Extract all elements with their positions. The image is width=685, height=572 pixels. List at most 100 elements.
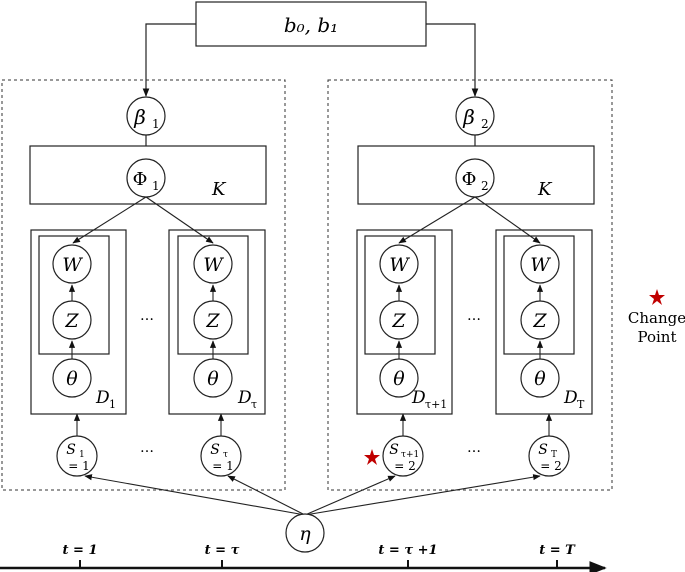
- s1-base: S: [66, 442, 76, 458]
- word-plate-dT: [503, 235, 575, 355]
- w-label-dtau1: W: [389, 254, 410, 276]
- eta-node: [285, 513, 325, 553]
- dT-base: D: [563, 388, 578, 408]
- tick-label-t1: t = 1: [63, 543, 98, 558]
- svg-text:D: D: [563, 388, 578, 408]
- s-node-tau1: [382, 435, 424, 477]
- svg-text:T: T: [551, 450, 557, 460]
- svg-text:Φ: Φ: [133, 169, 148, 190]
- beta-1-sub: 1: [152, 117, 160, 131]
- svg-text:Φ: Φ: [462, 169, 477, 190]
- theta-label-d1: θ: [66, 368, 78, 390]
- tick-label-ttau1: t = τ +1: [378, 543, 437, 558]
- z-node-dT: [520, 300, 560, 340]
- theta-node-dT: [520, 358, 560, 398]
- svg-text:D: D: [411, 388, 426, 408]
- svg-text:2: 2: [481, 179, 489, 193]
- theta-label-dtau1: θ: [393, 368, 405, 390]
- svg-text:1: 1: [109, 398, 116, 411]
- z-label-d1: Z: [64, 310, 79, 332]
- hyperparameter-box: [195, 1, 427, 47]
- w-label-d1: W: [62, 254, 83, 276]
- svg-text:S: S: [66, 442, 76, 458]
- z-label-dtau1: Z: [391, 310, 406, 332]
- stau-sub: τ: [223, 450, 228, 460]
- legend-line1: Change: [628, 309, 685, 327]
- ellipsis-docs-1: …: [140, 308, 154, 324]
- svg-text:1: 1: [79, 450, 85, 460]
- w-label-dtau: W: [203, 254, 224, 276]
- stau1-base: S: [389, 442, 399, 458]
- z-label-dT: Z: [532, 310, 547, 332]
- w-label-dT: W: [530, 254, 551, 276]
- s-node-T: [528, 435, 570, 477]
- w-node-dT: [520, 244, 560, 284]
- plate-segment-2: [327, 79, 613, 491]
- z-label-dtau: Z: [205, 310, 220, 332]
- stau-eq: = 1: [212, 459, 234, 473]
- d1-sub: 1: [109, 398, 116, 411]
- svg-text:1: 1: [152, 179, 160, 193]
- ellipsis-s-2: …: [467, 440, 481, 456]
- z-node-dtau: [193, 300, 233, 340]
- svg-text:S: S: [210, 442, 220, 458]
- w-node-d1: [52, 244, 92, 284]
- stau1-sub: τ+1: [401, 450, 419, 460]
- theta-label-dtau: θ: [207, 368, 219, 390]
- theta-node-d1: [52, 358, 92, 398]
- doc-plate-dtau: [168, 229, 266, 415]
- svg-text:τ+1: τ+1: [425, 398, 447, 411]
- plate-segment-1: [1, 79, 286, 491]
- s1-eq: = 1: [68, 459, 90, 473]
- svg-text:τ: τ: [251, 398, 257, 411]
- svg-text:β: β: [133, 105, 146, 129]
- svg-text:2: 2: [481, 117, 489, 131]
- hyperparameter-label: b₀, b₁: [284, 13, 338, 37]
- sT-sub: T: [551, 450, 557, 460]
- phi-2-base: Φ: [462, 169, 477, 190]
- dtau-sub: τ: [251, 398, 257, 411]
- eta-label: η: [299, 523, 311, 545]
- svg-text:S: S: [538, 442, 548, 458]
- stau-base: S: [210, 442, 220, 458]
- svg-text:1: 1: [152, 117, 160, 131]
- doc-plate-dT: [495, 229, 593, 415]
- topic-plate-1-k: K: [211, 179, 227, 200]
- d1-base: D: [95, 388, 110, 408]
- legend-line2: Point: [637, 328, 676, 346]
- theta-label-dT: θ: [534, 368, 546, 390]
- sT-eq: = 2: [540, 459, 562, 473]
- sT-base: S: [538, 442, 548, 458]
- s-node-1: [56, 435, 98, 477]
- tick-label-tT: t = T: [539, 543, 576, 558]
- tick-label-ttau: t = τ: [205, 543, 240, 558]
- word-plate-d1: [38, 235, 110, 355]
- svg-text:T: T: [577, 398, 585, 411]
- s-node-tau: [200, 435, 242, 477]
- legend-star-icon: [649, 289, 665, 305]
- ellipsis-docs-2: …: [467, 308, 481, 324]
- beta-1-base: β: [133, 105, 146, 129]
- beta-2-base: β: [462, 105, 475, 129]
- svg-text:β: β: [462, 105, 475, 129]
- ellipsis-s-1: …: [140, 440, 154, 456]
- z-node-d1: [52, 300, 92, 340]
- w-node-dtau1: [379, 244, 419, 284]
- s1-sub: 1: [79, 450, 85, 460]
- svg-text:τ: τ: [223, 450, 228, 460]
- beta-2-sub: 2: [481, 117, 489, 131]
- svg-text:S: S: [389, 442, 399, 458]
- svg-text:τ+1: τ+1: [401, 450, 419, 460]
- stau1-eq: = 2: [394, 459, 416, 473]
- word-plate-dtau1: [364, 235, 436, 355]
- z-node-dtau1: [379, 300, 419, 340]
- dT-sub: T: [577, 398, 585, 411]
- star-icon: [364, 449, 380, 465]
- phi-1-sub: 1: [152, 179, 160, 193]
- dtau1-base: D: [411, 388, 426, 408]
- w-node-dtau: [193, 244, 233, 284]
- topic-plate-2-k: K: [537, 179, 553, 200]
- svg-text:D: D: [237, 388, 252, 408]
- theta-node-dtau: [193, 358, 233, 398]
